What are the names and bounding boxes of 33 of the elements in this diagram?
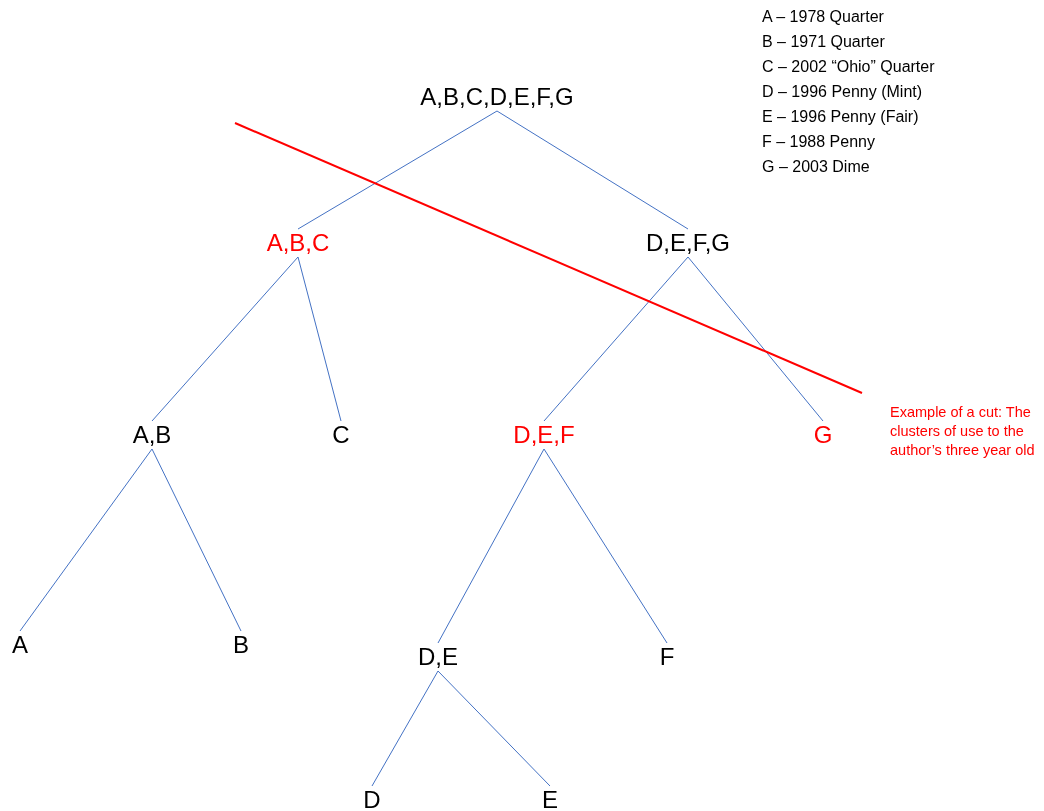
key-entry: B – 1971 Quarter [762, 32, 885, 52]
cluster-label: D,E,F,G [644, 229, 732, 257]
tree-branch [151, 256, 299, 422]
key-entry: D – 1996 Penny (Mint) [762, 82, 923, 102]
tree-branch [437, 670, 551, 787]
cluster-label: E [540, 786, 560, 811]
cluster-label: C [330, 421, 352, 449]
annotation-text: Example of a cut: The clusters of use to the author’s three year old [890, 403, 1036, 460]
cluster-label: A [10, 631, 30, 659]
cluster-label: F [657, 643, 677, 671]
cluster-label: D [361, 786, 383, 811]
cluster-label: D,E,F [511, 421, 577, 449]
key-entry: F – 1988 Penny [762, 132, 875, 152]
key-entry: C – 2002 “Ohio” Quarter [762, 57, 935, 77]
cluster-label: B [231, 631, 251, 659]
tree-branch [496, 110, 689, 230]
tree-branch [543, 256, 689, 422]
tree-branch [371, 670, 439, 787]
key-entry: E – 1996 Penny (Fair) [762, 107, 919, 127]
key-entry: A – 1978 Quarter [762, 7, 884, 27]
cluster-label: A,B [130, 421, 174, 449]
tree-branch [151, 448, 242, 632]
tree-branch [437, 448, 545, 644]
key-entry: G – 2003 Dime [762, 157, 870, 177]
cluster-label: G [811, 421, 835, 449]
tree-branch [687, 256, 824, 422]
tree-branch [543, 448, 668, 644]
tree-branch [297, 110, 498, 230]
cluster-label: A,B,C [264, 229, 332, 257]
tree-branch [297, 256, 342, 422]
tree-branch [19, 448, 153, 632]
cluster-label: A,B,C,D,E,F,G [418, 83, 576, 111]
cluster-label: D,E [416, 643, 460, 671]
